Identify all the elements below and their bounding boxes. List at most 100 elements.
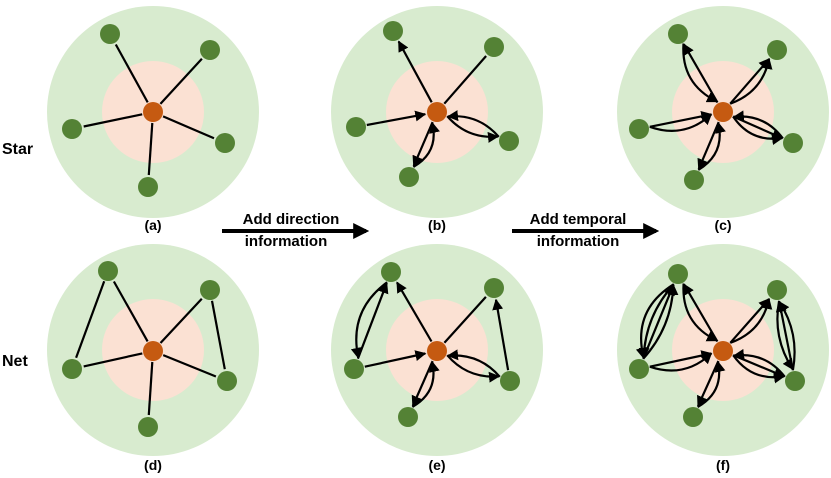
leaf-node-f-3 bbox=[785, 371, 805, 391]
edge-f-12 bbox=[642, 284, 675, 360]
panel-c bbox=[617, 6, 829, 218]
leaf-node-a-2 bbox=[62, 119, 82, 139]
edge-f-10 bbox=[697, 360, 726, 408]
panel-label-c: (c) bbox=[714, 217, 731, 233]
leaf-node-c-4 bbox=[684, 170, 704, 190]
center-node-d bbox=[143, 341, 163, 361]
edge-d-1 bbox=[159, 298, 203, 344]
edge-c-10 bbox=[697, 121, 726, 171]
edge-b-2 bbox=[366, 110, 427, 127]
edge-e-4 bbox=[447, 349, 501, 378]
leaf-node-a-1 bbox=[200, 40, 220, 60]
edges-c bbox=[649, 43, 784, 171]
leaf-node-a-3 bbox=[215, 133, 235, 153]
leaf-node-e-2 bbox=[344, 359, 364, 379]
transition-temporal-line2: information bbox=[537, 233, 620, 250]
edge-e-9 bbox=[492, 298, 510, 371]
edge-c-3 bbox=[729, 57, 773, 105]
edges-a bbox=[83, 43, 215, 176]
edge-b-4 bbox=[447, 110, 500, 138]
transition-temporal: Add temporal information bbox=[512, 211, 660, 250]
edge-f-3 bbox=[729, 297, 773, 344]
panel-f bbox=[617, 244, 829, 456]
edge-e-2 bbox=[364, 350, 427, 368]
leaf-node-f-4 bbox=[683, 407, 703, 427]
row-label-star: Star bbox=[2, 141, 33, 158]
leaf-node-b-2 bbox=[346, 117, 366, 137]
panel-label-e: (e) bbox=[428, 457, 445, 473]
edge-e-0 bbox=[396, 281, 433, 343]
leaf-node-c-0 bbox=[668, 24, 688, 44]
leaf-node-b-1 bbox=[484, 37, 504, 57]
edge-d-2 bbox=[83, 352, 143, 368]
edge-f-16 bbox=[778, 300, 796, 371]
edge-a-3 bbox=[162, 115, 215, 140]
edges-f bbox=[635, 283, 796, 408]
edge-a-4 bbox=[147, 122, 154, 176]
edge-a-1 bbox=[159, 58, 203, 105]
edge-f-14 bbox=[638, 283, 675, 359]
edges-b bbox=[366, 40, 500, 168]
leaf-node-d-1 bbox=[200, 280, 220, 300]
panel-d bbox=[47, 244, 259, 456]
panel-label-a: (a) bbox=[144, 217, 161, 233]
edge-e-1 bbox=[443, 296, 487, 344]
leaf-node-b-0 bbox=[383, 21, 403, 41]
leaf-node-d-2 bbox=[62, 359, 82, 379]
edge-a-2 bbox=[83, 113, 143, 128]
center-node-e bbox=[427, 341, 447, 361]
leaf-node-c-2 bbox=[629, 119, 649, 139]
edge-b-0 bbox=[397, 40, 433, 103]
leaf-node-d-0 bbox=[98, 261, 118, 281]
leaf-node-d-3 bbox=[217, 371, 237, 391]
transition-direction-line1: Add direction bbox=[243, 211, 340, 228]
center-node-c bbox=[713, 102, 733, 122]
edge-b-1 bbox=[443, 55, 487, 105]
leaf-node-f-1 bbox=[767, 280, 787, 300]
edge-d-3 bbox=[162, 354, 217, 378]
edges-e bbox=[350, 281, 510, 408]
edge-c-8 bbox=[732, 110, 784, 140]
edge-a-0 bbox=[114, 43, 149, 103]
edge-f-5 bbox=[649, 352, 713, 372]
edge-e-6 bbox=[411, 360, 440, 408]
leaf-node-a-4 bbox=[138, 177, 158, 197]
row-label-net: Net bbox=[2, 353, 28, 370]
center-node-f bbox=[713, 341, 733, 361]
center-node-a bbox=[143, 102, 163, 122]
leaf-node-e-0 bbox=[381, 262, 401, 282]
edge-f-8 bbox=[733, 348, 786, 378]
panel-label-d: (d) bbox=[144, 457, 162, 473]
leaf-node-a-0 bbox=[100, 24, 120, 44]
leaf-node-b-3 bbox=[499, 131, 519, 151]
edge-f-17 bbox=[776, 300, 794, 371]
leaf-node-e-3 bbox=[500, 371, 520, 391]
edge-d-6 bbox=[210, 300, 226, 370]
panel-e bbox=[331, 244, 543, 456]
edge-b-6 bbox=[412, 121, 440, 168]
edge-f-1 bbox=[682, 283, 718, 342]
leaf-node-f-2 bbox=[629, 359, 649, 379]
panel-label-b: (b) bbox=[428, 217, 446, 233]
panel-a bbox=[47, 6, 259, 218]
leaf-node-e-1 bbox=[484, 278, 504, 298]
center-node-b bbox=[427, 102, 447, 122]
transition-temporal-line1: Add temporal bbox=[530, 211, 627, 228]
leaf-node-c-1 bbox=[767, 40, 787, 60]
edge-c-5 bbox=[649, 113, 713, 132]
panel-label-f: (f) bbox=[716, 457, 730, 473]
edge-d-4 bbox=[147, 361, 154, 416]
leaf-node-d-4 bbox=[138, 417, 158, 437]
edge-d-5 bbox=[75, 280, 106, 359]
edge-c-1 bbox=[682, 43, 718, 103]
leaf-node-e-4 bbox=[398, 407, 418, 427]
leaf-node-f-0 bbox=[668, 264, 688, 284]
leaf-node-b-4 bbox=[399, 167, 419, 187]
transition-direction: Add direction information bbox=[222, 211, 370, 250]
transition-direction-line2: information bbox=[245, 233, 328, 250]
edge-e-8 bbox=[356, 282, 389, 360]
leaf-node-c-3 bbox=[783, 133, 803, 153]
edge-d-0 bbox=[112, 280, 149, 342]
panel-b bbox=[331, 6, 543, 218]
